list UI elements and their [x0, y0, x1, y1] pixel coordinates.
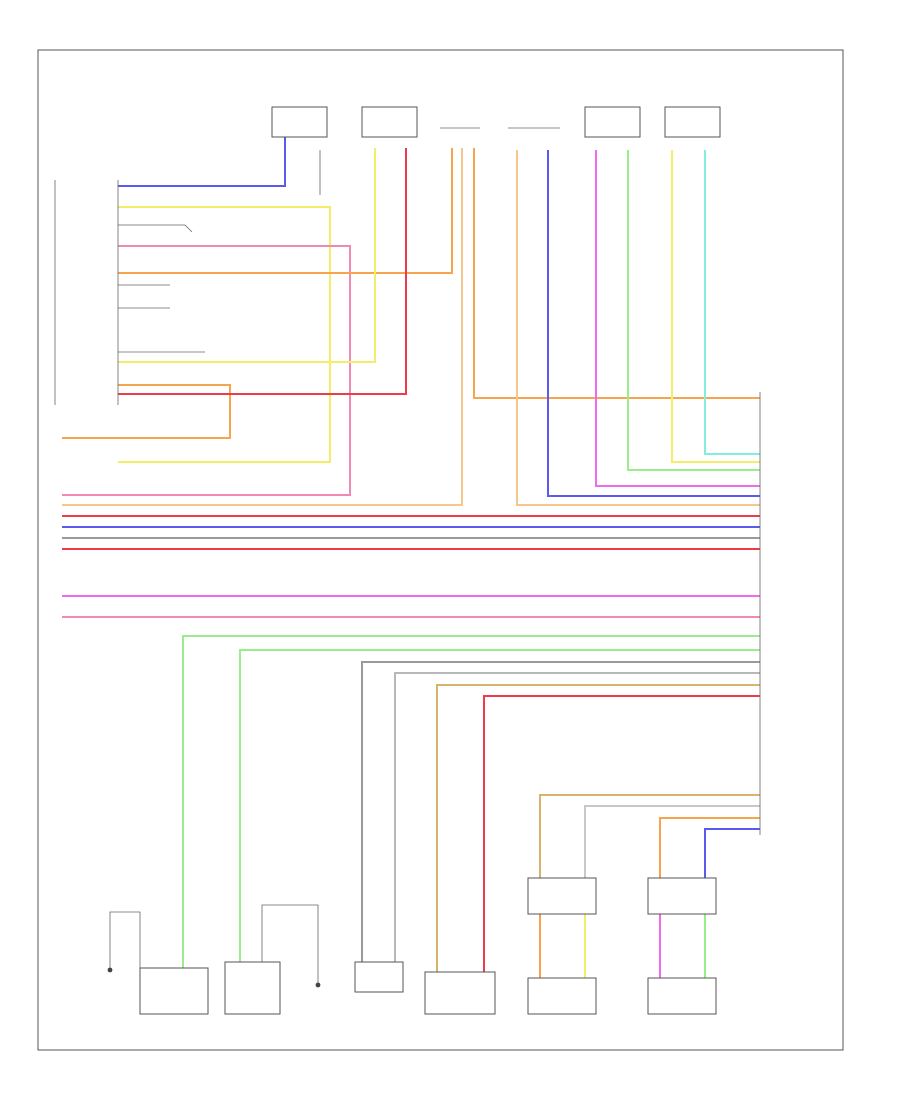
wire-green-2: [182, 635, 760, 968]
wire-gray-4: [584, 805, 760, 880]
airbag-sensor-right-box: [647, 877, 717, 915]
bottom-component-6: [647, 977, 717, 1015]
bottom-component-5: [527, 977, 597, 1015]
lead-1: [118, 224, 193, 233]
bottom-component-3: [354, 961, 404, 993]
bottom-component-2: [224, 961, 281, 1015]
ground-symbols: [107, 967, 321, 988]
wire-cyan-1: [704, 150, 760, 455]
wire-tan-2: [539, 794, 760, 880]
component-box-2: [361, 106, 418, 138]
wire-yellow-3: [671, 150, 760, 463]
wire-orange-1: [118, 148, 453, 274]
airbag-sensor-left-box: [527, 877, 597, 915]
wire-pink-1: [62, 245, 351, 496]
wire-light-orange-1: [62, 148, 463, 506]
wire-gray-3: [394, 672, 760, 962]
wire-yellow-1: [118, 206, 331, 463]
wire-blue-top: [118, 137, 286, 187]
wire-blue-4: [704, 828, 760, 880]
wire-blue-2: [547, 150, 760, 497]
top-components: [271, 106, 721, 138]
wire-orange-4: [659, 817, 760, 880]
wire-orange-3: [473, 148, 760, 399]
ground-symbol-2: [315, 982, 321, 988]
wire-green-1: [627, 150, 760, 471]
left-module: [54, 180, 119, 405]
wire-gray-2: [361, 661, 760, 962]
wire-magenta-1: [595, 150, 760, 487]
component-box-1: [271, 106, 328, 138]
wire-orange-2: [62, 384, 231, 439]
component-box-6: [664, 106, 721, 138]
lead-group: [109, 150, 321, 985]
wire-group: [62, 137, 760, 978]
lead-6: [109, 911, 141, 968]
wire-red-1: [118, 148, 407, 395]
wire-light-orange-2: [516, 150, 760, 506]
wire-red-4: [483, 695, 760, 972]
component-box-5: [584, 106, 641, 138]
diagram-frame: [37, 49, 844, 1051]
wire-green-3: [239, 649, 760, 968]
bottom-components: [139, 877, 717, 1015]
ground-symbol-1: [107, 967, 113, 973]
wire-yellow-2: [118, 148, 376, 363]
lead-7: [261, 904, 319, 985]
bottom-component-1: [139, 967, 209, 1015]
wire-tan-1: [436, 684, 760, 972]
bottom-component-4: [424, 971, 496, 1015]
